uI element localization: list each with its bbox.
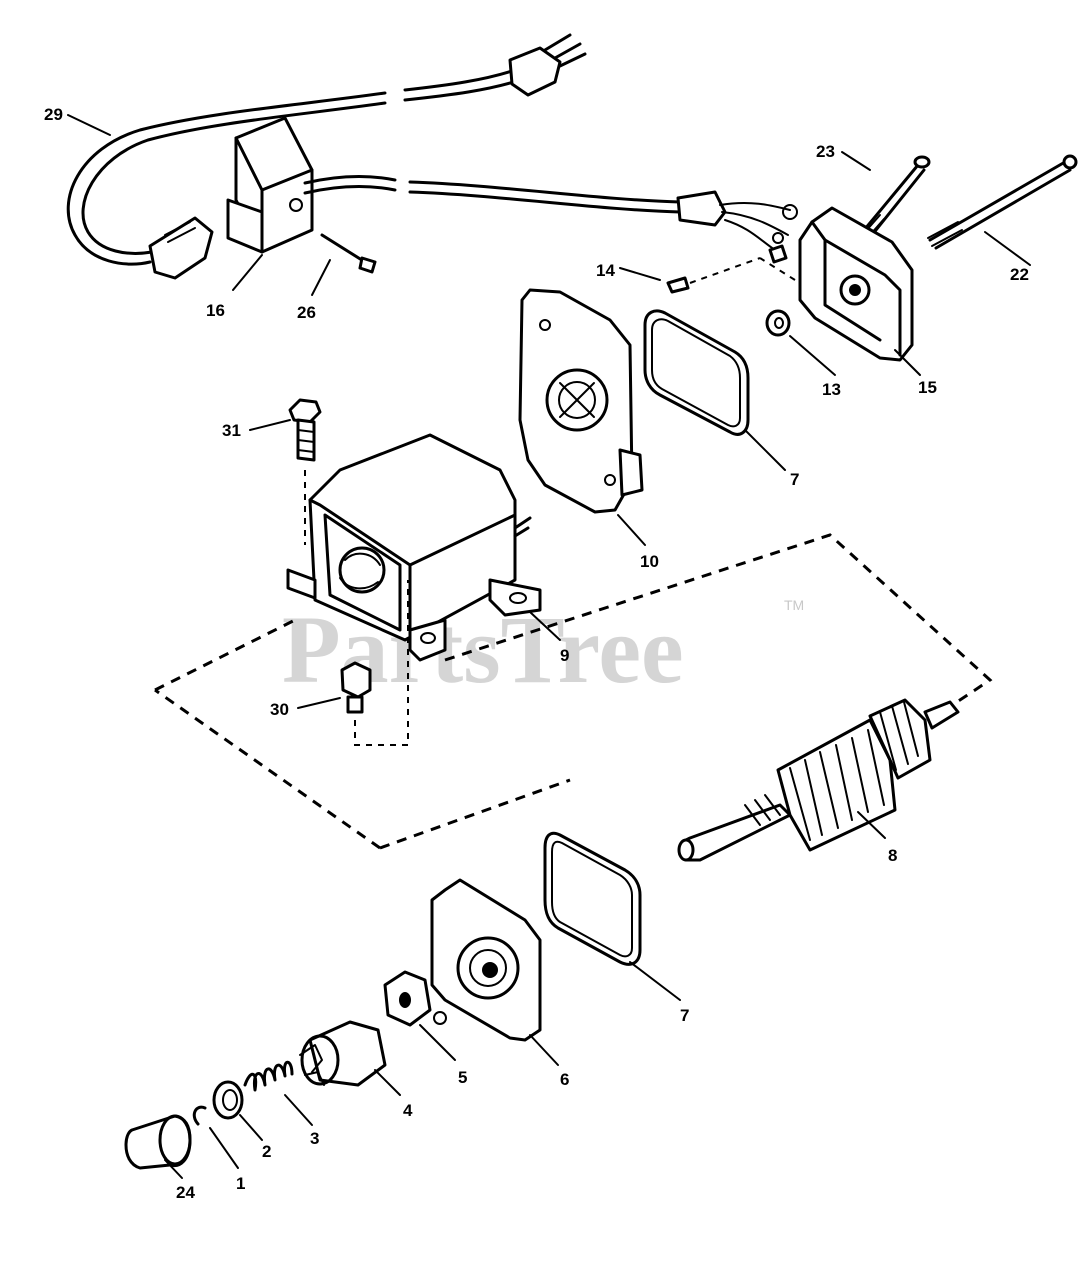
lead-wire xyxy=(408,180,798,264)
callout-4: 4 xyxy=(403,1101,413,1120)
callout-29: 29 xyxy=(44,105,63,124)
drive-end-plate-6 xyxy=(430,878,542,1042)
pinion-4 xyxy=(299,1020,387,1087)
screw-14 xyxy=(666,257,796,294)
cap-24 xyxy=(124,1114,192,1170)
callout-7-lower: 7 xyxy=(680,1006,689,1025)
leader-lines xyxy=(67,114,1031,1179)
callout-14: 14 xyxy=(596,261,615,280)
callout-26: 26 xyxy=(297,303,316,322)
through-bolt-22 xyxy=(927,154,1078,250)
collar-2 xyxy=(212,1080,244,1120)
callout-9: 9 xyxy=(560,646,569,665)
callout-2: 2 xyxy=(262,1142,271,1161)
callout-31: 31 xyxy=(222,421,241,440)
callout-24: 24 xyxy=(176,1183,195,1202)
callout-10: 10 xyxy=(640,552,659,571)
brush-plate-10 xyxy=(518,288,644,514)
watermark-tm: TM xyxy=(784,597,804,613)
callout-8: 8 xyxy=(888,846,897,865)
callout-7-upper: 7 xyxy=(790,470,799,489)
callout-30: 30 xyxy=(270,700,289,719)
assembly-outline xyxy=(154,533,993,850)
power-cord xyxy=(66,33,587,280)
callout-23: 23 xyxy=(816,142,835,161)
end-cap-15 xyxy=(798,206,914,362)
callout-13: 13 xyxy=(822,380,841,399)
screw-26 xyxy=(320,233,377,274)
callout-6: 6 xyxy=(560,1070,569,1089)
switch-box xyxy=(226,116,397,254)
washer-13 xyxy=(765,309,791,337)
callout-1: 1 xyxy=(236,1174,245,1193)
armature-8 xyxy=(677,698,960,862)
screw-30 xyxy=(340,580,409,746)
gasket-7-upper xyxy=(643,309,750,436)
drive-head-5 xyxy=(383,970,432,1027)
bolt-31 xyxy=(288,398,322,545)
callout-16: 16 xyxy=(206,301,225,320)
gasket-7-lower xyxy=(543,831,642,966)
ring-1 xyxy=(192,1105,207,1126)
callout-15: 15 xyxy=(918,378,937,397)
callout-5: 5 xyxy=(458,1068,467,1087)
callout-3: 3 xyxy=(310,1129,319,1148)
motor-frame-9 xyxy=(286,433,542,662)
callout-22: 22 xyxy=(1010,265,1029,284)
spring-3 xyxy=(243,1060,294,1092)
